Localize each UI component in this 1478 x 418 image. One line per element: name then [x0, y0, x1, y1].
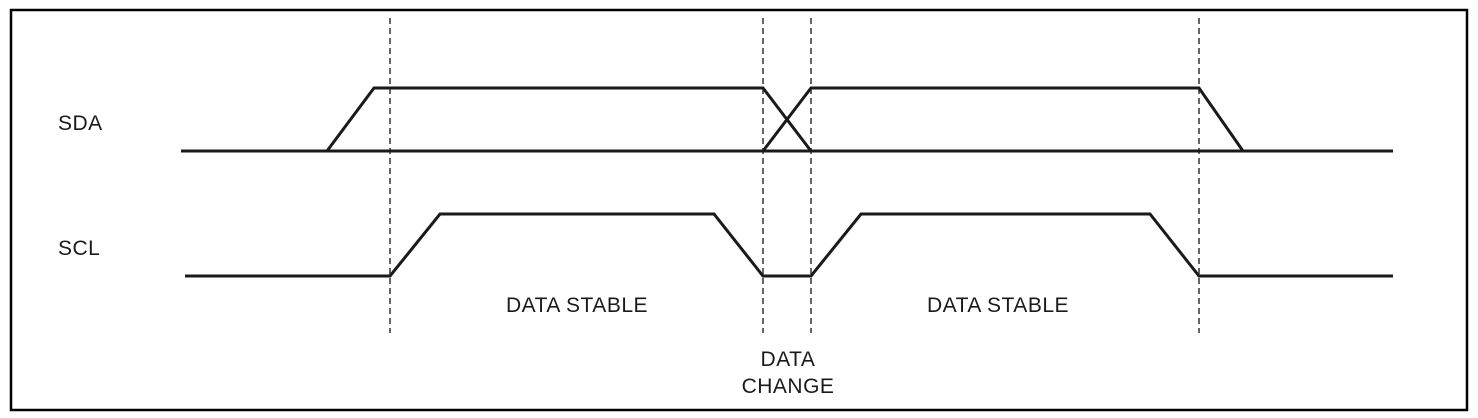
sda-waveform-2 — [761, 86, 1245, 152]
sda-label: SDA — [58, 112, 103, 135]
scl-label: SCL — [58, 237, 100, 260]
data-change-label-line1: DATA — [761, 348, 816, 371]
data-stable-label-1: DATA STABLE — [506, 294, 648, 317]
diagram-border — [9, 8, 1469, 412]
scl-waveform — [185, 212, 1393, 278]
data-change-label-line2: CHANGE — [742, 375, 835, 398]
data-stable-label-2: DATA STABLE — [927, 294, 1069, 317]
sda-waveform-1 — [325, 86, 813, 152]
